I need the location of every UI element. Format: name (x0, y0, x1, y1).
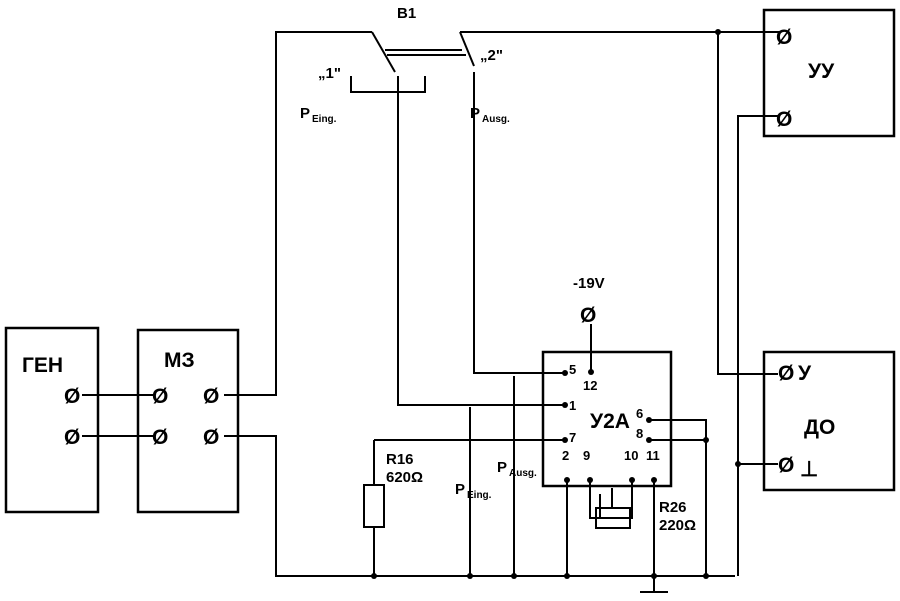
u2a-pin-2: 2 (562, 448, 569, 463)
p-out-top-main: P (470, 105, 480, 122)
do-terminal-ground-label: ⊥ (800, 458, 818, 481)
do-terminal-u: Ø (778, 362, 794, 385)
uu-block: УУ Ø Ø (762, 8, 896, 138)
gen-label: ГЕН (22, 354, 63, 377)
u2a-pin-9: 9 (583, 448, 590, 463)
m3-terminal-in-1: Ø (152, 385, 168, 408)
p-out-top-sub: Ausg. (482, 114, 510, 125)
r16-name: R16 (386, 451, 414, 468)
p-in-top-main: P (300, 105, 310, 122)
u2a-pin-11: 11 (646, 448, 660, 463)
u2a-pin-1: 1 (569, 398, 576, 413)
junctions (371, 29, 741, 579)
r26-resistor (595, 507, 631, 529)
p-out-bottom-sub: Ausg. (509, 468, 537, 479)
u2a-pin-5: 5 (569, 362, 576, 377)
do-block: ДО Ø У Ø ⊥ (762, 350, 896, 492)
m3-terminal-out-2: Ø (203, 426, 219, 449)
r26-name: R26 (659, 499, 687, 516)
gen-block: ГЕН Ø Ø (4, 326, 100, 514)
r16-value: 620Ω (386, 469, 423, 486)
m3-terminal-out-1: Ø (203, 385, 219, 408)
m3-label: МЗ (164, 349, 195, 372)
u2a-pin-10: 10 (624, 448, 638, 463)
u2a-pin-7: 7 (569, 430, 576, 445)
gen-terminal-1: Ø (64, 385, 80, 408)
u2a-pin-12: 12 (583, 378, 597, 393)
m3-terminal-in-2: Ø (152, 426, 168, 449)
gen-terminal-2: Ø (64, 426, 80, 449)
u2a-label: У2А (590, 410, 630, 433)
u2a-pin-6: 6 (636, 406, 643, 421)
uu-label: УУ (808, 60, 835, 83)
switch-pos2-label: „2" (480, 47, 503, 64)
r16-resistor (363, 484, 385, 528)
do-label: ДО (804, 416, 835, 439)
p-out-bottom-main: P (497, 459, 507, 476)
do-terminal-u-label: У (798, 362, 812, 385)
do-terminal-ground: Ø (778, 454, 794, 477)
power-label: -19V (573, 275, 605, 292)
p-in-bottom-sub: Eing. (467, 490, 492, 501)
switch-label: B1 (397, 5, 416, 22)
m3-block: МЗ Ø Ø Ø Ø (136, 328, 240, 514)
switch-pos1-label: „1" (318, 65, 341, 82)
wires (82, 31, 780, 593)
power-terminal: Ø (580, 304, 596, 327)
r26-value: 220Ω (659, 517, 696, 534)
u2a-pin-8: 8 (636, 426, 643, 441)
u2a-block: У2А 5 12 1 7 6 8 2 9 10 11 (541, 350, 673, 488)
p-in-top-sub: Eing. (312, 114, 337, 125)
uu-terminal-1: Ø (776, 26, 792, 49)
p-in-bottom-main: P (455, 481, 465, 498)
uu-terminal-2: Ø (776, 108, 792, 131)
